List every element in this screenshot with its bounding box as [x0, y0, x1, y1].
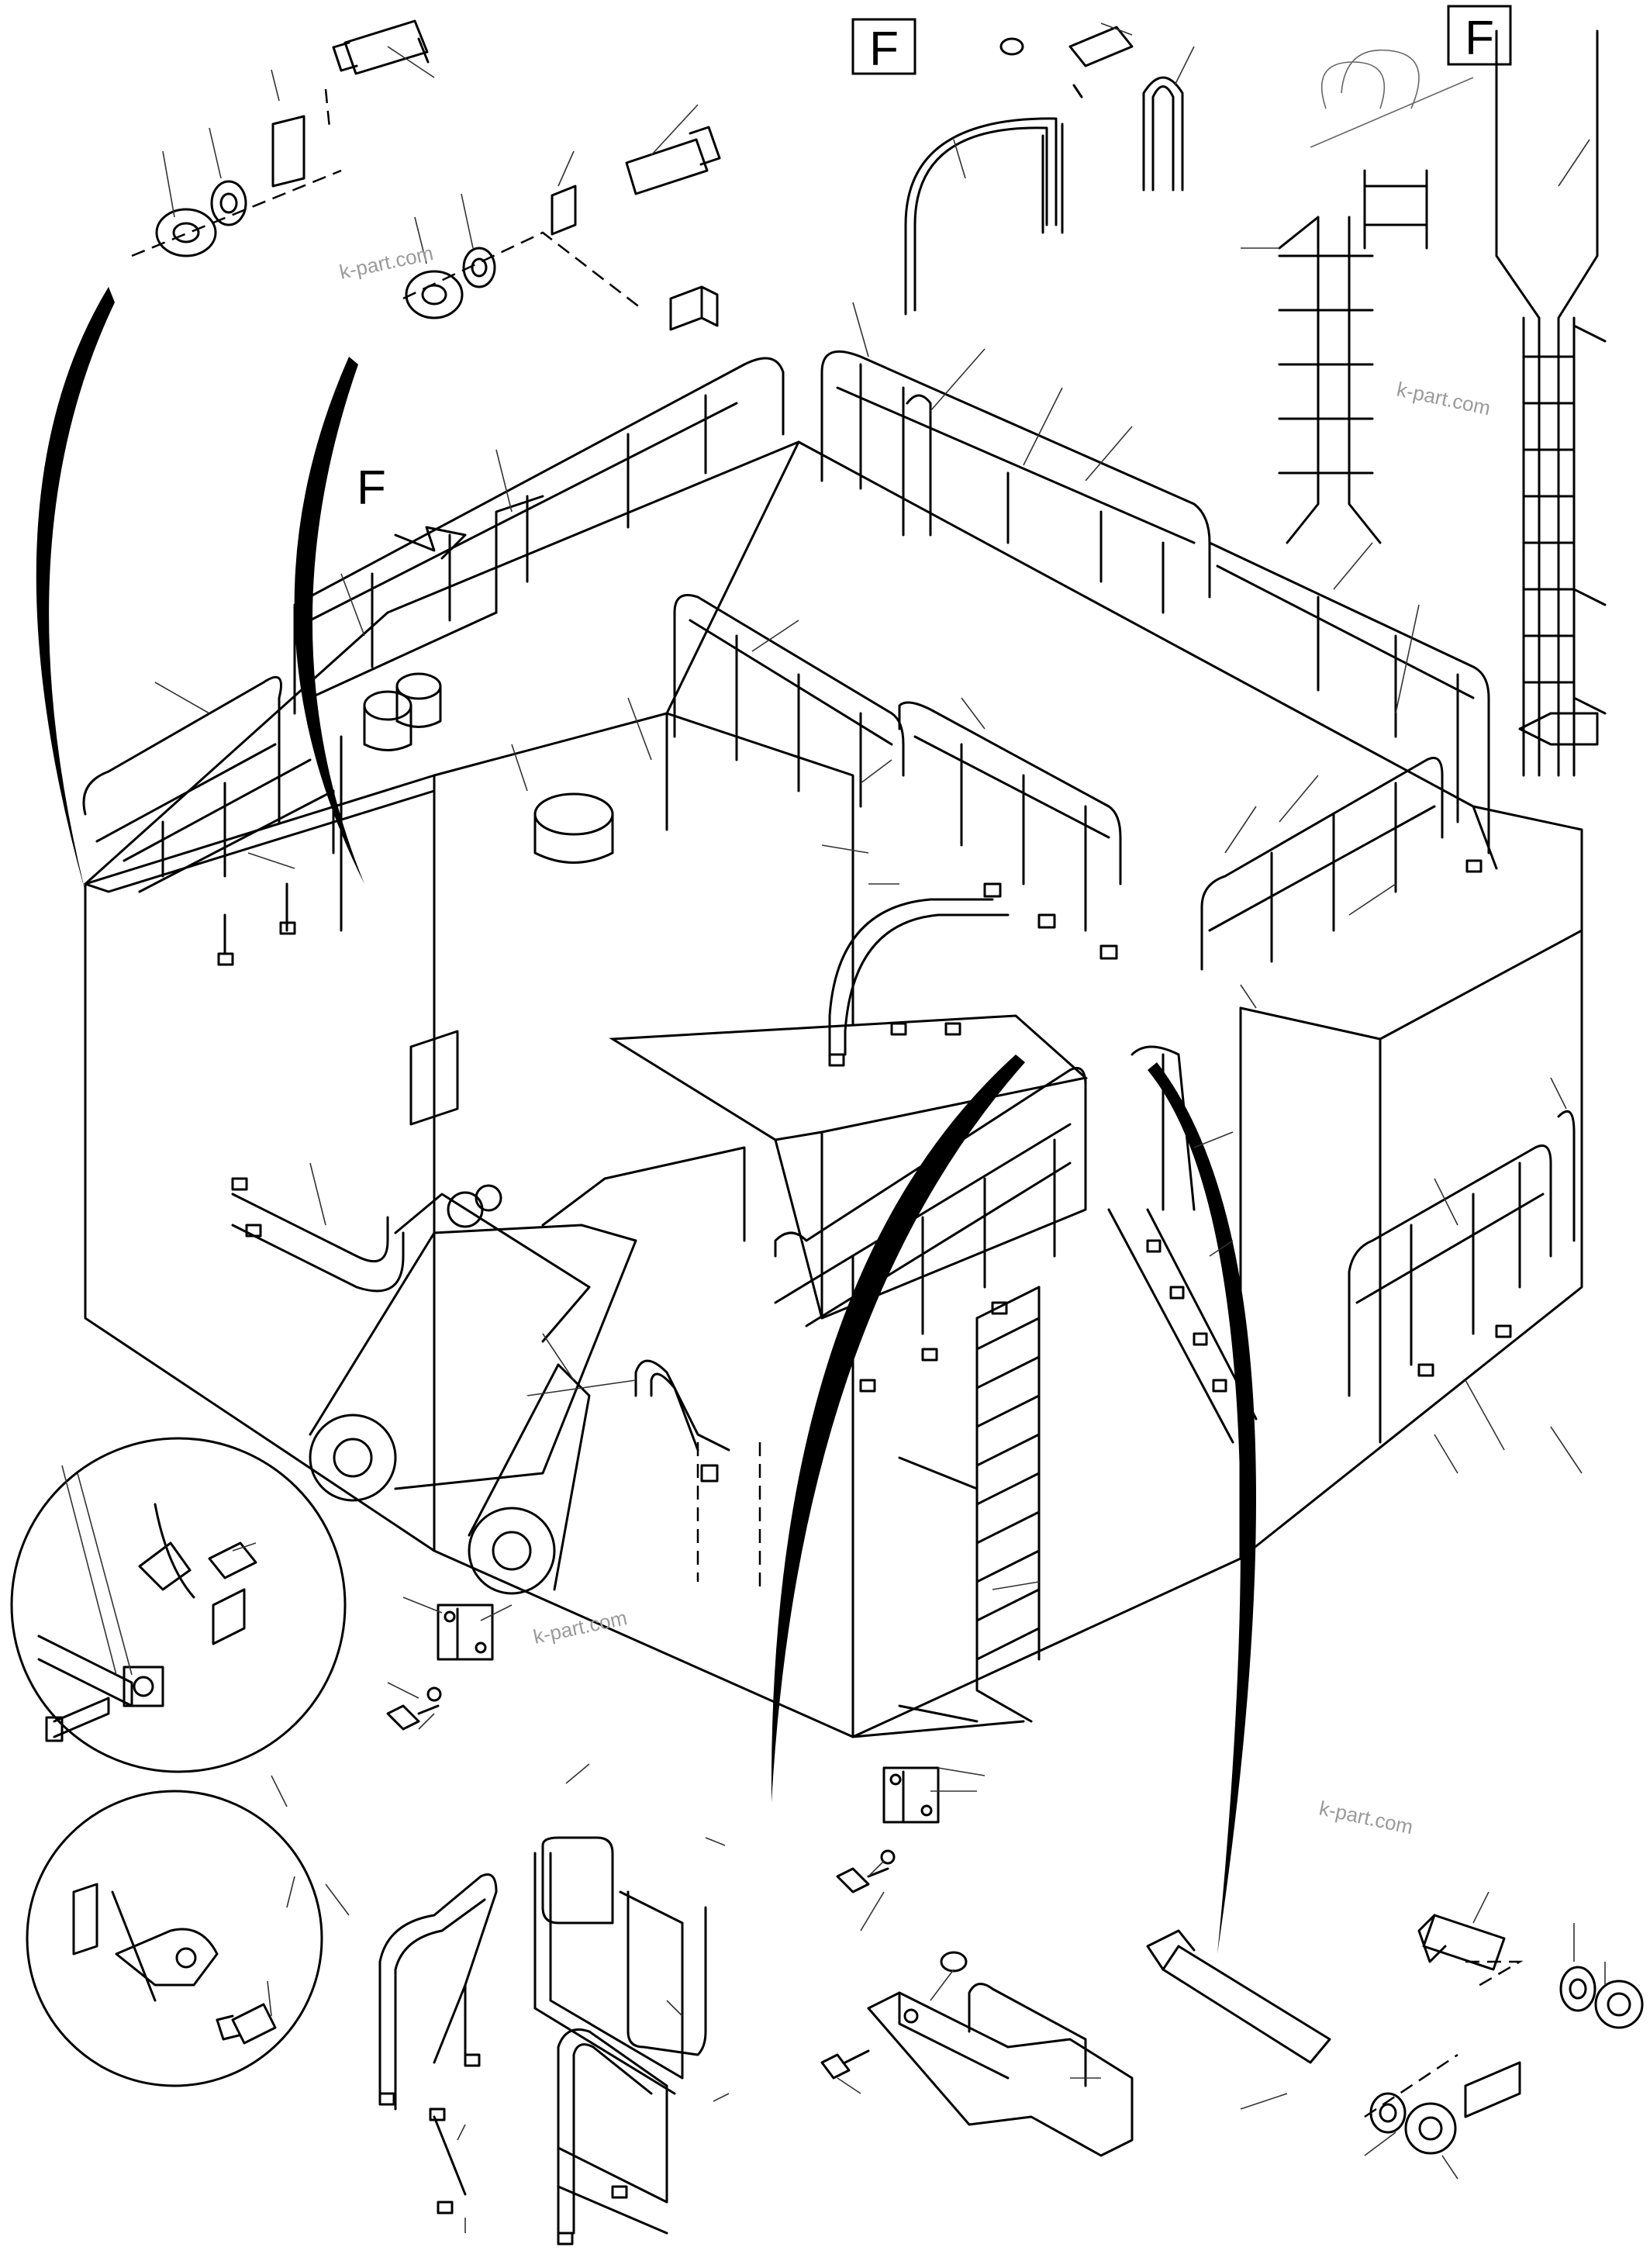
plate-1	[271, 115, 305, 188]
railing-lower-right	[1348, 1110, 1583, 1397]
bracket-1	[551, 185, 577, 236]
watermark-4: k-part.com	[1317, 1797, 1415, 1839]
left-stair-rail	[231, 1177, 405, 1293]
view-f-top-center: F	[851, 18, 1184, 316]
view-label-f-arrow: F	[357, 461, 386, 515]
handrail-part-lower-left	[378, 1873, 498, 2214]
washer-1	[210, 180, 247, 226]
main-ladder	[898, 1286, 1041, 1723]
nut-2	[405, 270, 464, 319]
railing-back-left	[293, 357, 785, 715]
railing-center-upper	[673, 594, 1122, 960]
detail-inset-1	[10, 1437, 347, 1773]
detail-inset-2	[26, 1790, 323, 2087]
left-grab-rail	[634, 1359, 761, 1590]
hinge-plate-1	[386, 1603, 494, 1731]
main-structure	[84, 440, 1583, 1738]
watermark-1: k-part.com	[337, 241, 435, 284]
frame-arm	[309, 1030, 746, 1595]
nut-1	[155, 208, 217, 257]
leader-lines	[154, 22, 1606, 2233]
bolt-1	[332, 19, 430, 75]
view-label-f-right: F	[1465, 12, 1494, 65]
watermark-3: k-part.com	[531, 1606, 629, 1648]
view-label-f-center: F	[869, 22, 899, 76]
view-f-arrow: F	[357, 461, 467, 560]
view-label-box	[851, 18, 916, 75]
railing-right-upper	[1200, 757, 1444, 971]
tanks	[363, 672, 614, 864]
hinge-plate-2	[836, 1766, 940, 1893]
railing-back-right	[820, 350, 1211, 614]
fastener-group-top-left	[131, 19, 721, 331]
stair-rail-part	[557, 2028, 668, 2246]
view-label-box-right	[1447, 5, 1512, 66]
mounting-bracket	[820, 1951, 1134, 2157]
ladder-rungs-right	[1522, 355, 1576, 684]
fastener-group-bottom-right	[1146, 1914, 1644, 2155]
railing-right	[1208, 541, 1490, 873]
gate-assembly	[533, 1836, 707, 2095]
watermark-2: k-part.com	[1395, 378, 1493, 420]
railing-left	[82, 675, 343, 966]
connection-arcs	[36, 287, 1256, 1954]
ladder-detail-right: F	[1278, 5, 1607, 777]
bracket-2	[669, 285, 719, 331]
handrail-center-deck	[828, 898, 1010, 1067]
washer-2	[462, 247, 496, 288]
bolt-2	[625, 126, 721, 195]
